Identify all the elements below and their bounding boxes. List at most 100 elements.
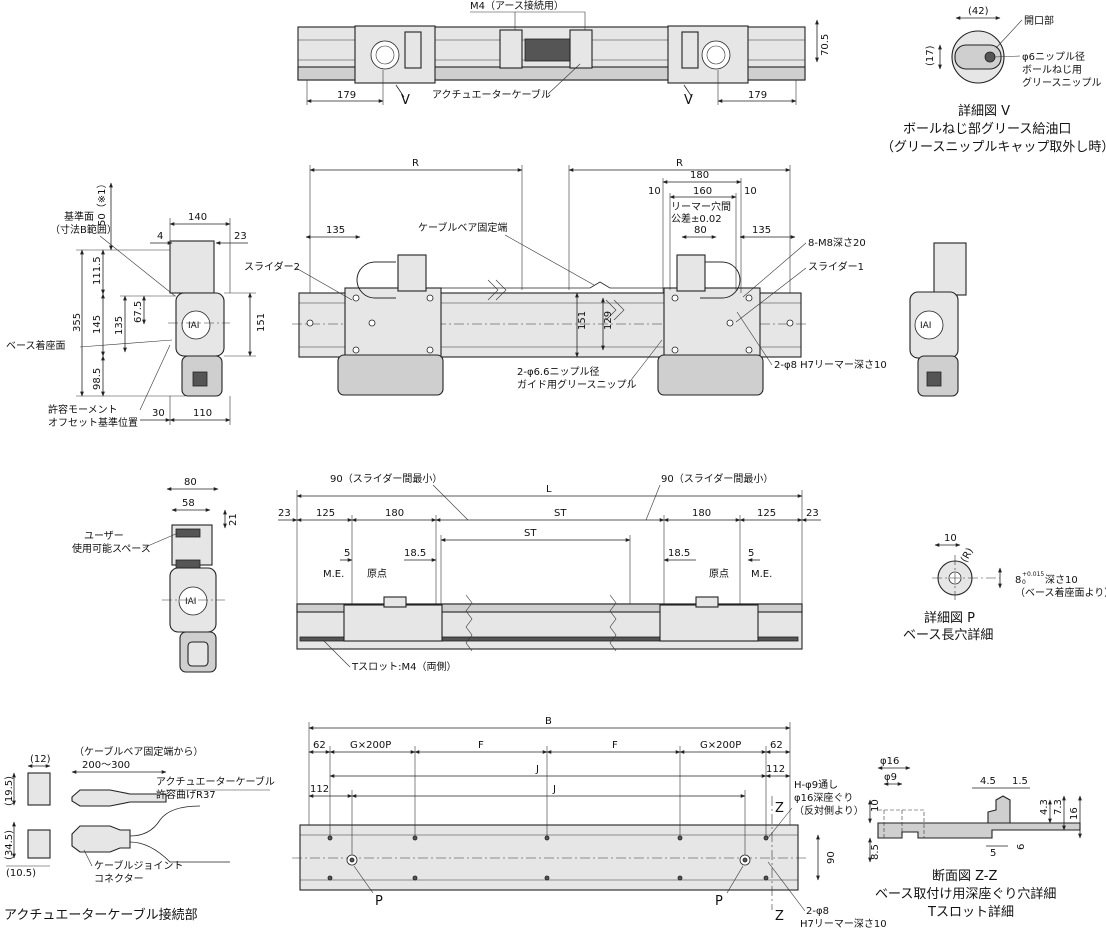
label-me-left: M.E. — [323, 569, 344, 580]
dim-180-right: 180 — [692, 508, 711, 519]
cable-dim-19-5: (19.5) — [4, 776, 15, 806]
zz-caption-2: Tスロット詳細 — [927, 904, 1014, 920]
v-caption-2: （グリースニップルキャップ取外し時） — [881, 140, 1106, 155]
cable-label-joint-1: ケーブルジョイント — [94, 859, 183, 872]
cable-dim-34-5: (34.5) — [4, 830, 15, 860]
label-h-3: （反対側より） — [794, 804, 864, 817]
dim-125-left: 125 — [316, 508, 335, 519]
v-label-nipple-1: φ6ニップル径 — [1022, 50, 1085, 63]
bottom-holes — [327, 835, 769, 881]
dim-67-5: 67.5 — [133, 301, 144, 323]
zz-dim-1-5: 1.5 — [1012, 776, 1028, 787]
svg-text:IAI: IAI — [920, 321, 931, 331]
dim-62-left: 62 — [313, 740, 326, 751]
label-moment-2: オフセット基準位置 — [48, 416, 138, 429]
slider-holes — [306, 294, 794, 354]
dim-23: 23 — [234, 231, 247, 242]
zz-dim-phi9: φ9 — [884, 772, 897, 783]
dim-23-left: 23 — [278, 508, 291, 519]
dim-112-right: 112 — [766, 764, 785, 775]
label-me-right: M.E. — [751, 569, 772, 580]
dim-4: 4 — [157, 231, 163, 242]
svg-text:IAI: IAI — [188, 321, 199, 331]
v-dim-42: (42) — [968, 6, 989, 17]
p-spec-note: （ベース着座面より） — [1015, 586, 1106, 599]
dim-135-right: 135 — [752, 225, 771, 236]
cable-label-fixed-1: （ケーブルベア固定端から） — [74, 745, 203, 758]
right-side-view: IAI — [909, 242, 967, 397]
label-slider-1: スライダー1 — [808, 260, 864, 273]
section-zz: φ16 φ9 4.5 1.5 10 8.5 4.3 7.3 16 5 6 断面図… — [868, 756, 1082, 920]
zz-dim-10: 10 — [870, 799, 881, 812]
label-tslot: Tスロット:M4（両側） — [351, 660, 456, 673]
dim-10-right: 10 — [744, 186, 757, 197]
cable-connection: (12) (19.5) (34.5) (10.5) （ケーブルベア固定端から） … — [4, 745, 275, 923]
label-90-left: 90（スライダー間最小） — [330, 472, 442, 485]
dim-j-mid: J — [552, 784, 556, 795]
dim-355: 355 — [72, 313, 83, 332]
cable-label-bend-2: 許容曲げR37 — [156, 788, 216, 801]
mark-z-bottom: Z — [775, 909, 784, 924]
cable-label: アクチュエーターケーブル — [432, 88, 551, 101]
view-mark-v-left: V — [401, 93, 410, 108]
label-origin-right: 原点 — [709, 568, 729, 580]
label-nipple-2: ガイド用グリースニップル — [517, 378, 637, 391]
user-space-view: IAI 80 58 21 ユーザー 使用可能スペース — [72, 477, 239, 673]
label-base: ベース着座面 — [6, 339, 66, 352]
dim-f-left: F — [478, 740, 484, 751]
svg-text:IAI: IAI — [185, 597, 196, 607]
cable-label-bend-1: アクチュエーターケーブル — [156, 775, 275, 788]
label-ref-2: （寸法B範囲） — [50, 223, 117, 236]
dim-g-right: G×200P — [700, 740, 741, 751]
user-label-1: ユーザー — [84, 530, 124, 542]
dim-st-mid: ST — [524, 528, 537, 539]
dim-80-user: 80 — [184, 477, 197, 488]
dim-98-5: 98.5 — [92, 368, 103, 390]
zz-dim-6: 6 — [1016, 844, 1027, 850]
mark-z-top: Z — [775, 801, 784, 816]
dim-r-right: R — [676, 158, 683, 169]
dim-r-left: R — [412, 158, 419, 169]
zz-dim-4-3: 4.3 — [1039, 799, 1050, 815]
cable-dim-12: (12) — [30, 754, 51, 765]
cable-label-fixed-2: 200〜300 — [82, 760, 130, 771]
dim-f-right: F — [612, 740, 618, 751]
dim-160: 160 — [693, 186, 712, 197]
p-spec-depth: 深さ10 — [1045, 574, 1078, 586]
dim-62-right: 62 — [770, 740, 783, 751]
v-label-opening: 開口部 — [1024, 14, 1054, 27]
label-h-2: φ16深座ぐり — [794, 791, 853, 804]
mark-p-right: P — [715, 894, 723, 909]
dim-23-right: 23 — [806, 508, 819, 519]
dim-125-right: 125 — [757, 508, 776, 519]
dim-135-side: 135 — [114, 316, 125, 335]
zz-caption-1: ベース取付け用深座ぐり穴詳細 — [875, 886, 1056, 902]
reamer-pitch-2: 公差±0.02 — [671, 212, 722, 225]
v-label-nipple-2: ボールねじ用 — [1022, 64, 1082, 76]
zz-title: 断面図 Z-Z — [932, 869, 998, 884]
dim-129: 129 — [603, 311, 614, 330]
cable-dim-10-5: (10.5) — [6, 868, 36, 879]
p-dim-10: 10 — [944, 533, 957, 544]
label-90-right: 90（スライダー間最小） — [661, 472, 773, 485]
dim-179-left: 179 — [337, 90, 356, 101]
label-pin-1: 2-φ8 — [806, 906, 829, 917]
label-reamer: 2-φ8 H7リーマー深さ10 — [774, 359, 887, 371]
detail-p: 10 (R) 8 +0.015 0 深さ10 （ベース着座面より） 詳細図 P … — [903, 533, 1106, 643]
label-moment-1: 許容モーメント — [48, 403, 118, 416]
front-view: R R 180 10 160 10 リーマー穴間 公差±0.02 135 80 … — [244, 158, 887, 396]
user-label-2: 使用可能スペース — [72, 542, 151, 555]
dim-80: 80 — [694, 225, 707, 236]
mark-p-left: P — [375, 894, 383, 909]
v-label-nipple-3: グリースニップル — [1022, 76, 1102, 89]
dim-112-left: 112 — [310, 784, 329, 795]
dim-10-left: 10 — [648, 186, 661, 197]
stroke-slider-left — [343, 604, 443, 642]
dim-180-left: 180 — [385, 508, 404, 519]
slider-2-body — [344, 287, 442, 361]
dim-135-left: 135 — [326, 225, 345, 236]
dim-179-right: 179 — [748, 90, 767, 101]
dim-110: 110 — [193, 408, 212, 419]
reamer-pitch-1: リーマー穴間 — [671, 200, 731, 213]
